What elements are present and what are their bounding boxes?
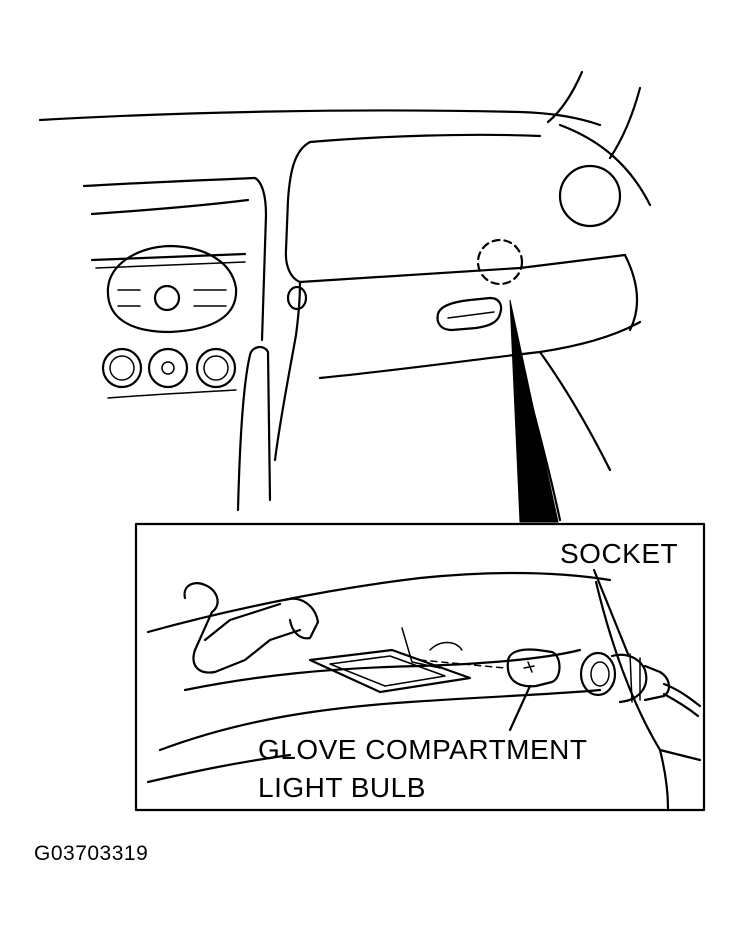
- bulb-leader: [508, 684, 532, 732]
- figure-code: G03703319: [34, 842, 149, 865]
- bulb-label-line1: GLOVE COMPARTMENT: [258, 734, 588, 765]
- dashboard-overview: [38, 70, 652, 522]
- socket-label: SOCKET: [560, 538, 679, 569]
- bulb-label-line2: LIGHT BULB: [258, 772, 426, 803]
- callout-pointer: [509, 299, 559, 523]
- detail-view: [134, 522, 706, 812]
- socket-leader: [592, 568, 630, 656]
